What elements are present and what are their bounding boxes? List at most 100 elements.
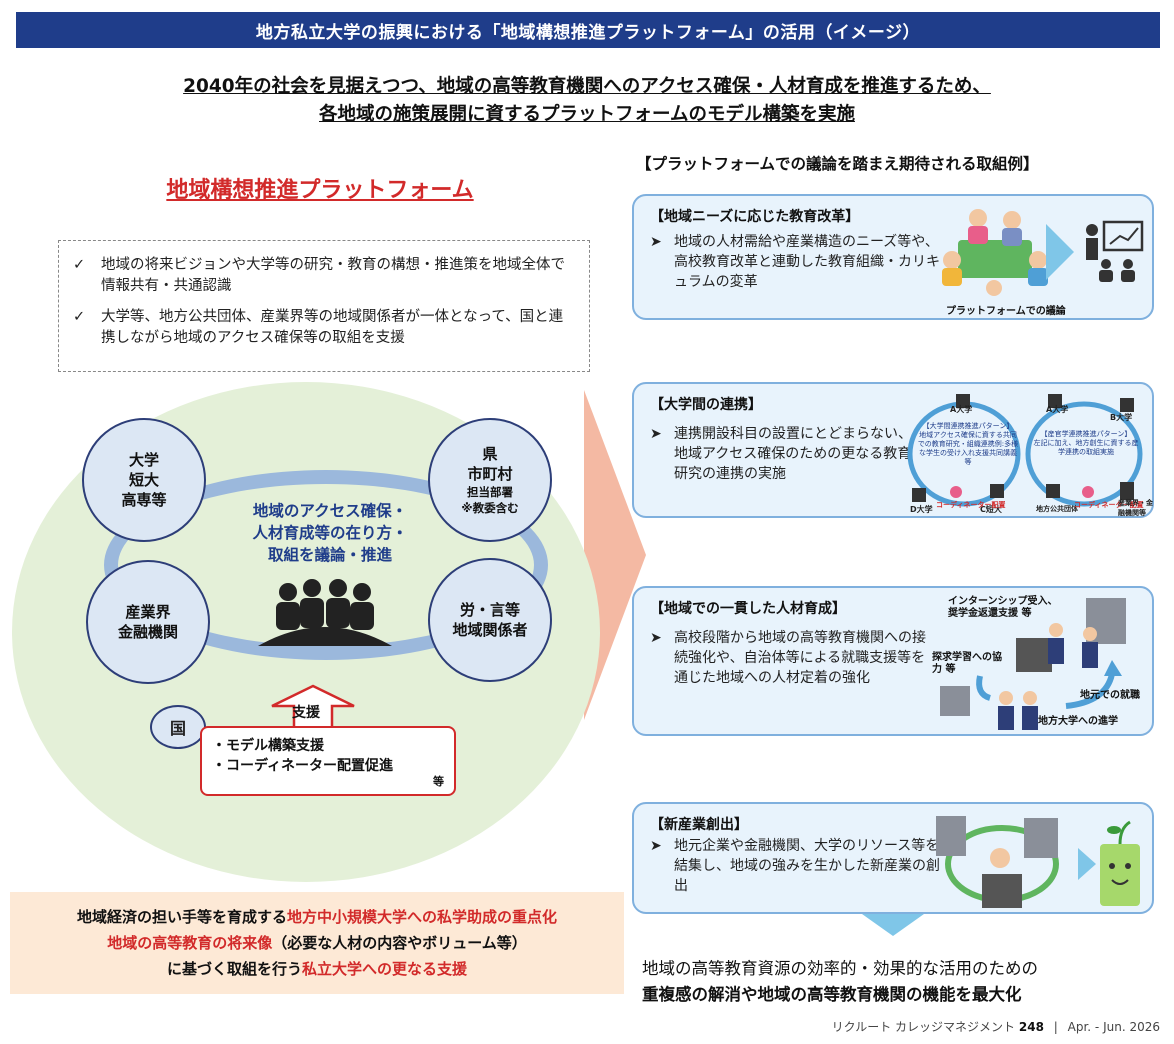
card-body: ➤ 連携開設科目の設置にとどまらない、地域アクセス確保のための更なる教育研究の連… <box>650 424 920 484</box>
node-country: 国 <box>150 705 206 749</box>
card-title: 【地域ニーズに応じた教育改革】 <box>650 209 860 225</box>
node-label: 高専等 <box>121 491 167 509</box>
support-item: ・モデル構築支援 <box>212 738 324 754</box>
node-prefecture: 県 市町村 担当部署 ※教委含む <box>428 418 552 542</box>
summary-text: （必要な人材の内容やボリューム等） <box>272 934 527 952</box>
center-text: 地域のアクセス確保・ 人材育成等の在り方・ 取組を議論・推進 <box>200 500 460 566</box>
bullet-icon: ➤ <box>650 234 662 250</box>
support-label: 支援 <box>292 705 320 721</box>
card-education-reform: 【地域ニーズに応じた教育改革】 ➤ 地域の人材需給や産業構造のニーズ等や、高校教… <box>632 194 1154 320</box>
talent-flow-diagram <box>940 598 1126 730</box>
coordinator-label-2: コーディネーター配置 <box>1074 501 1144 509</box>
bullet-icon: ➤ <box>650 426 662 442</box>
label-a-univ-2: A大学 <box>1046 405 1069 414</box>
node-industry: 産業界 金融機関 <box>86 560 210 684</box>
node-labor: 労・言等 地域関係者 <box>428 558 552 682</box>
down-arrow-icon <box>862 914 924 936</box>
caption-suffix: 等 <box>1021 608 1032 619</box>
node-label: 担当部署 <box>467 485 513 499</box>
card-title: 【新産業創出】 <box>650 817 748 833</box>
card-text: 地域の人材需給や産業構造のニーズ等や、高校教育改革と連動した教育組織・カリキュラ… <box>674 234 940 290</box>
footer-date: Apr. - Jun. 2026 <box>1067 1020 1160 1034</box>
bullet-icon: ➤ <box>650 838 662 854</box>
bullet-icon: ➤ <box>650 630 662 646</box>
page-footer: リクルート カレッジマネジメント 248 | Apr. - Jun. 2026 <box>760 1018 1160 1035</box>
footer-publication: リクルート カレッジマネジメント <box>831 1020 1016 1034</box>
footer-separator: | <box>1053 1020 1058 1034</box>
label-a-univ: A大学 <box>950 405 973 414</box>
card-body: ➤ 高校段階から地域の高等教育機関への接続強化や、自治体等による就職支援等を通じ… <box>650 628 930 688</box>
card-text: 高校段階から地域の高等教育機関への接続強化や、自治体等による就職支援等を通じた地… <box>674 630 926 686</box>
closing-line-bold: 重複感の解消や地域の高等教育機関の機能を最大化 <box>642 985 1022 1004</box>
local-gov-label: 地方公共団体 <box>1036 505 1078 513</box>
check-item: ✓ 大学等、地方公共団体、産業界等の地域関係者が一体となって、国と連携しながら地… <box>73 307 575 349</box>
caption-suffix: 等 <box>945 664 956 675</box>
card-text: 地元企業や金融機関、大学のリソース等を結集し、地域の強みを生かした新産業の創出 <box>674 838 940 894</box>
meeting-people-icon <box>258 579 392 646</box>
center-line: 地域のアクセス確保・ <box>252 502 408 520</box>
closing-text: 地域の高等教育資源の効率的・効果的な活用のための 重複感の解消や地域の高等教育機… <box>642 956 1162 1008</box>
caption-text: 探求学習への協力 <box>932 652 1002 675</box>
card-body: ➤ 地域の人材需給や産業構造のニーズ等や、高校教育改革と連動した教育組織・カリキ… <box>650 232 950 292</box>
node-label: 労・言等 <box>459 601 520 619</box>
node-label: 短大 <box>128 471 159 489</box>
card-title: 【地域での一貫した人材育成】 <box>650 601 846 617</box>
summary-highlight: 私立大学への更なる支援 <box>302 960 468 978</box>
footer-issue: 248 <box>1018 1020 1044 1034</box>
caption-local-job: 地元での就職 <box>1080 690 1140 701</box>
center-line: 取組を議論・推進 <box>267 546 392 564</box>
check-icon: ✓ <box>73 257 86 273</box>
caption-intern: インターンシップ受入、奨学金返還支援 等 <box>948 596 1058 620</box>
label-c-junior: C短大 <box>980 505 1002 514</box>
pattern-2: 【産官学連携推進パターン】 左記に加え、地方創生に資する産学連携の取組実施 <box>1032 430 1140 457</box>
card-text: 連携開設科目の設置にとどまらない、地域アクセス確保のための更なる教育研究の連携の… <box>674 426 912 482</box>
node-label: 産業界 <box>125 603 171 621</box>
check-icon: ✓ <box>73 309 86 325</box>
caption-text: インターンシップ受入、奨学金返還支援 <box>948 596 1058 619</box>
platform-title: 地域構想推進プラットフォーム <box>166 178 474 203</box>
lead-line-1: 2040年の社会を見据えつつ、地域の高等教育機関へのアクセス確保・人材育成を推進… <box>183 76 991 97</box>
arrow-right-icon <box>1046 224 1074 280</box>
teacher-lecture-icon <box>1086 220 1144 282</box>
collaboration-diagram <box>907 394 1143 507</box>
support-suffix: 等 <box>433 775 444 788</box>
node-label: 大学 <box>128 451 159 469</box>
closing-line: 地域の高等教育資源の効率的・効果的な活用のための <box>642 959 1038 978</box>
node-label: 県 <box>482 445 498 463</box>
summary-text: に基づく取組を行う <box>166 960 302 978</box>
label-d-univ: D大学 <box>910 505 933 514</box>
support-item: ・コーディネーター配置促進 <box>212 758 394 774</box>
summary-highlight: 地域の高等教育の将来像 <box>107 934 273 952</box>
summary-highlight: 地方中小規模大学への私学助成の重点化 <box>287 908 558 926</box>
card-talent-development: 【地域での一貫した人材育成】 ➤ 高校段階から地域の高等教育機関への接続強化や、… <box>632 586 1154 736</box>
node-label: 市町村 <box>467 465 513 483</box>
title-text: 地方私立大学の振興における「地域構想推進プラットフォーム」の活用（イメージ） <box>255 22 921 43</box>
support-box: ・モデル構築支援 ・コーディネーター配置促進 等 <box>200 726 456 796</box>
lead-line-2: 各地域の施策展開に資するプラットフォームのモデル構築を実施 <box>319 104 855 125</box>
caption-advance: 地方大学への進学 <box>1038 716 1118 727</box>
pattern-title: 【産官学連携推進パターン】 <box>1040 430 1132 438</box>
pattern-text: 地域アクセス確保に資する共同での教育研究・組織連携例:多様な学生の受け入れ支援共… <box>917 431 1019 466</box>
title-bar: 地方私立大学の振興における「地域構想推進プラットフォーム」の活用（イメージ） <box>16 12 1160 48</box>
label-b-univ: B大学 <box>1110 413 1133 422</box>
card-new-industry: 【新産業創出】 ➤ 地元企業や金融機関、大学のリソース等を結集し、地域の強みを生… <box>632 802 1154 914</box>
check-text: 地域の将来ビジョンや大学等の研究・教育の構想・推進策を地域全体で情報共有・共通認… <box>101 257 565 294</box>
center-line: 人材育成等の在り方・ <box>252 524 408 542</box>
pattern-text: 左記に加え、地方創生に資する産学連携の取組実施 <box>1033 439 1139 456</box>
card-caption: プラットフォームでの議論 <box>946 306 1066 317</box>
check-list: ✓ 地域の将来ビジョンや大学等の研究・教育の構想・推進策を地域全体で情報共有・共… <box>58 240 590 372</box>
industry-label: 産業界・金融機関等 <box>1118 499 1153 517</box>
discussion-group-icon <box>942 209 1048 296</box>
card-university-collaboration: 【大学間の連携】 ➤ 連携開設科目の設置にとどまらない、地域アクセス確保のための… <box>632 382 1154 518</box>
card-body: ➤ 地元企業や金融機関、大学のリソース等を結集し、地域の強みを生かした新産業の創… <box>650 836 940 896</box>
node-universities: 大学 短大 高専等 <box>82 418 206 542</box>
pattern-title: 【大学間連携推進パターン】 <box>922 422 1014 430</box>
summary-text: 地域経済の担い手等を育成する <box>76 908 287 926</box>
examples-heading: 【プラットフォームでの議論を踏まえ期待される取組例】 <box>636 155 1039 173</box>
caption-explore: 探求学習への協力 等 <box>932 652 1002 676</box>
pattern-1: 【大学間連携推進パターン】 地域アクセス確保に資する共同での教育研究・組織連携例… <box>916 422 1020 467</box>
check-item: ✓ 地域の将来ビジョンや大学等の研究・教育の構想・推進策を地域全体で情報共有・共… <box>73 255 575 297</box>
node-label: 地域関係者 <box>452 621 528 639</box>
coordinator-label: コーディネーター配置 <box>936 501 1006 509</box>
card-title: 【大学間の連携】 <box>650 397 762 413</box>
